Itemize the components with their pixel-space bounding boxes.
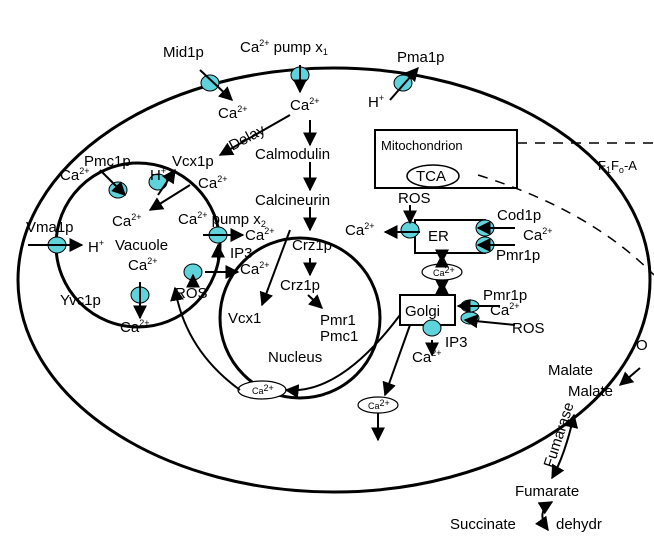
arrow-mid1p: [199, 69, 234, 101]
ca-pump-x2-out: Ca2+: [245, 226, 274, 244]
nucleus-membrane: [218, 236, 382, 400]
er-label: ER: [428, 228, 449, 245]
calcineurin-label: Calcineurin: [255, 192, 330, 209]
pmc1p-label: Pmc1p: [84, 153, 131, 170]
vesicle-exit-label: Ca2+: [368, 398, 390, 411]
ca-pump-x1-label: Ca2+ pump x1: [240, 38, 328, 57]
h-vcx1p-label: H+: [150, 166, 166, 184]
er-box: [414, 219, 486, 254]
succinate-label: Succinate: [450, 516, 516, 533]
pmc1-label: Pmc1: [320, 328, 358, 345]
ca-vacuole-upper: Ca2+: [112, 212, 141, 230]
ca-cod1p-label: Ca2+: [523, 226, 552, 244]
h-vma1p-label: H+: [88, 238, 104, 256]
ip3-vacuole-label: IP3: [230, 245, 253, 262]
pmr1p-golgi-label: Pmr1p: [483, 287, 527, 304]
ca-pump-x2-label: Ca2+ pump x2: [178, 210, 266, 229]
arrow-golgi-ros: [463, 314, 516, 329]
vesicle-lower-label: Ca2+: [252, 383, 274, 396]
pmr1-label: Pmr1: [320, 312, 356, 329]
f1fo-label: F1Fo-A: [598, 158, 637, 175]
arrow-vcx1p-ca: [148, 184, 191, 211]
arrow-calcineurin-vcx1: [259, 229, 291, 307]
arrow-golgi-vesicle-lower: [284, 314, 401, 399]
vma1p-label: Vma1p: [26, 219, 74, 236]
vcx1p-label: Vcx1p: [172, 153, 214, 170]
cell-membrane: [16, 66, 652, 494]
cod1p-label: Cod1p: [497, 207, 541, 224]
crz1p-label: Crz1p: [292, 237, 332, 254]
ca-er-left: Ca2+: [345, 221, 374, 239]
tca-label: TCA: [416, 168, 446, 185]
nucleus-label: Nucleus: [268, 349, 322, 366]
vacuole-label: Vacuole: [115, 237, 168, 254]
ca-golgi-right: Ca2+: [490, 301, 519, 319]
mid1p-label: Mid1p: [163, 44, 204, 61]
ca-label-cytosol-left: Ca2+: [218, 104, 247, 122]
fumarase-label: Fumarase: [541, 400, 578, 469]
malate-label: Malate: [568, 383, 613, 400]
fumarate-label: Fumarate: [515, 483, 579, 500]
arrow-crz1p-pmr1: [307, 294, 324, 309]
ip3-golgi-label: IP3: [445, 334, 468, 351]
crz1p-nucleus-label: Crz1p: [280, 277, 320, 294]
ca-vcx1p-label: Ca2+: [198, 174, 227, 192]
golgi-bottom-channel: [422, 319, 442, 337]
mito-dashed-line-curve: [477, 174, 654, 276]
mitochondrion-label: Mitochondrion: [381, 138, 463, 153]
mid1p-channel: [200, 74, 220, 92]
pma1p-label: Pma1p: [397, 49, 445, 66]
er-left-channel: [400, 221, 420, 239]
tca-ellipse: [406, 164, 460, 188]
pmr1p-er-label: Pmr1p: [496, 247, 540, 264]
o-partial-label: O: [636, 337, 648, 354]
ca-vacuole-lower: Ca2+: [128, 256, 157, 274]
ros-golgi-label: ROS: [512, 320, 545, 337]
arrow-delay: [218, 114, 291, 156]
ca-golgi-below: Ca2+: [412, 348, 441, 366]
golgi-mid-channel: [460, 311, 480, 325]
arrow-vcx1p-h: [157, 168, 176, 196]
arrow-pma1p: [389, 66, 419, 101]
arrow-vesicle-vacuole: [170, 286, 241, 391]
arrow-succinate: [534, 501, 554, 532]
vesicle-er-label: Ca2+: [433, 265, 455, 278]
yvc1p-label: Yvc1p: [60, 292, 101, 309]
mitochondrion-box: [374, 129, 518, 189]
h-plus-label: H+: [368, 93, 384, 111]
dehydr-label: dehydr: [556, 516, 602, 533]
malate-top-label: Malate: [548, 362, 593, 379]
ca-label-cytosol: Ca2+: [290, 96, 319, 114]
arrow-malate: [618, 367, 641, 386]
arrow-pmc1p: [99, 169, 126, 196]
ca-yvc1p-label: Ca2+: [120, 318, 149, 336]
vcx1-label: Vcx1: [228, 310, 261, 327]
arrow-golgi-vesicle: [382, 324, 411, 397]
ca-pmc1p-label: Ca2+: [60, 166, 89, 184]
calmodulin-label: Calmodulin: [255, 146, 330, 163]
ros-vacuole-label: ROS: [175, 285, 208, 302]
arrow-fumarase: [551, 413, 579, 480]
ros-er-label: ROS: [398, 190, 431, 207]
golgi-label: Golgi: [405, 303, 440, 320]
ca-ros-label: Ca2+: [240, 260, 269, 278]
